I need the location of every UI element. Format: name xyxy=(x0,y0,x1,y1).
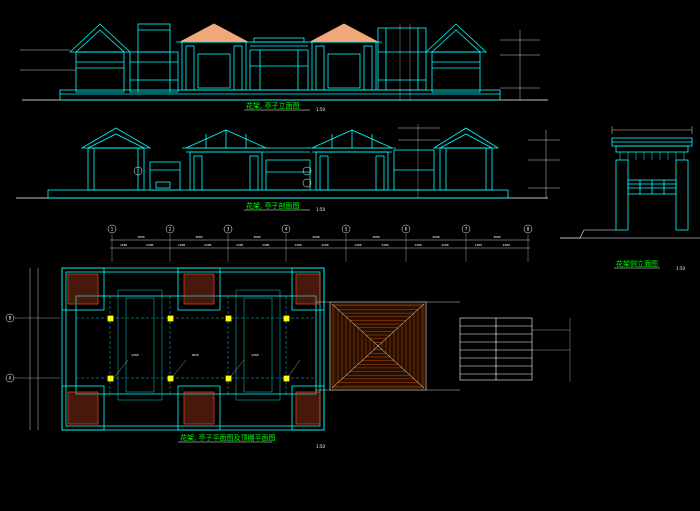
front-plinth xyxy=(59,89,501,101)
section-kiosk-right xyxy=(308,129,396,191)
dim-sub-1: 2400 xyxy=(146,243,153,247)
roof-plan xyxy=(316,301,460,391)
axis-label-6: 6 xyxy=(405,227,408,232)
axis-bubble-4 xyxy=(281,224,291,234)
dim-top-1: 3600 xyxy=(195,235,202,239)
section-pergola-left xyxy=(149,161,181,191)
section-left-pavilion xyxy=(80,127,152,191)
dim-sub-5: 2400 xyxy=(262,243,269,247)
axis-label-7: 7 xyxy=(465,227,468,232)
front-elevation-scale: 1:50 xyxy=(316,107,325,112)
side-column-right xyxy=(675,159,689,231)
dim-sub-7: 2400 xyxy=(321,243,328,247)
dim-top-0: 3600 xyxy=(137,235,144,239)
axis-bubble-2 xyxy=(165,224,175,234)
dim-top-3: 3600 xyxy=(312,235,319,239)
planter-bottom-middle xyxy=(177,385,221,431)
dim-sub-10: 1200 xyxy=(414,243,421,247)
side-elevation-title: 花架侧立面图 xyxy=(616,259,658,268)
axis-label-4: 4 xyxy=(285,227,288,232)
front-kiosk-left xyxy=(176,23,252,91)
planter-top-right xyxy=(291,267,325,311)
dim-sub-11: 2400 xyxy=(441,243,448,247)
planter-top-left xyxy=(61,267,105,311)
planter-bottom-right xyxy=(291,385,325,431)
bay-label-0: 2260 xyxy=(131,353,138,357)
section-pergola-center xyxy=(265,147,311,191)
section-callout-1 xyxy=(133,166,143,176)
dim-sub-2: 1200 xyxy=(178,243,185,247)
front-right-pavilion xyxy=(424,23,488,93)
front-elevation-view xyxy=(20,23,548,101)
axis-bubble-3 xyxy=(223,224,233,234)
plan-columns xyxy=(107,315,290,382)
dim-top-6: 3600 xyxy=(493,235,500,239)
section-view xyxy=(16,124,560,199)
row-axis-label-A: A xyxy=(9,376,12,381)
dim-sub-8: 1200 xyxy=(354,243,361,247)
front-elevation-title: 花架, 亭子立面图 xyxy=(246,101,299,110)
front-pergola-center xyxy=(249,37,309,91)
dim-top-4: 3600 xyxy=(372,235,379,239)
dim-sub-4: 1200 xyxy=(236,243,243,247)
plan-view xyxy=(61,267,325,431)
section-title: 花架, 亭子剖面图 xyxy=(246,201,299,210)
axis-bubble-1 xyxy=(107,224,117,234)
axis-label-1: 1 xyxy=(111,227,114,232)
section-right-pavilion xyxy=(432,127,500,191)
front-kiosk-right xyxy=(306,23,382,91)
axis-label-5: 5 xyxy=(345,227,348,232)
side-column-left xyxy=(615,159,629,231)
front-pergola-right xyxy=(377,27,427,91)
section-scale: 1:50 xyxy=(316,207,325,212)
row-axis-label-B: B xyxy=(9,316,12,321)
dim-top-5: 3600 xyxy=(432,235,439,239)
axis-label-3: 3 xyxy=(227,227,230,232)
section-pergola-right xyxy=(393,149,435,191)
bay-label-2: 2260 xyxy=(251,353,258,357)
side-elevation-scale: 1:50 xyxy=(676,266,685,271)
side-elevation-beams xyxy=(619,152,685,160)
axis-label-2: 2 xyxy=(169,227,172,232)
side-elevation-view xyxy=(560,126,700,239)
axis-label-8: 8 xyxy=(527,227,530,232)
planter-top-middle xyxy=(177,267,221,311)
section-kiosk-left xyxy=(182,129,270,191)
axis-bubble-8 xyxy=(523,224,533,234)
axis-bubble-6 xyxy=(401,224,411,234)
dim-sub-0: 1200 xyxy=(120,243,127,247)
planter-bottom-left xyxy=(61,385,105,431)
bay-label-1: 1850 xyxy=(191,353,198,357)
axis-bubble-7 xyxy=(461,224,471,234)
row-axis-bubble-A xyxy=(5,373,15,383)
plan-scale: 1:50 xyxy=(316,444,325,449)
front-left-pavilion xyxy=(68,23,132,93)
dim-sub-12: 1200 xyxy=(475,243,482,247)
section-callout-3 xyxy=(302,178,312,188)
pergola-top-plan xyxy=(459,317,571,382)
dim-sub-13: 2400 xyxy=(503,243,510,247)
dim-sub-6: 1200 xyxy=(294,243,301,247)
dim-top-2: 3600 xyxy=(253,235,260,239)
dim-sub-9: 2400 xyxy=(381,243,388,247)
plan-axis-grid: 1 2 3 4 5 6 7 8 B A 3600 3600 3600 3600 3600 3600 3600… xyxy=(5,224,533,430)
axis-bubble-5 xyxy=(341,224,351,234)
row-axis-bubble-B xyxy=(5,313,15,323)
section-callout-2 xyxy=(302,166,312,176)
plan-title: 花架, 亭子平面图及顶棚平面图 xyxy=(180,433,275,442)
front-pergola-left xyxy=(129,23,179,93)
dim-sub-3: 2400 xyxy=(204,243,211,247)
